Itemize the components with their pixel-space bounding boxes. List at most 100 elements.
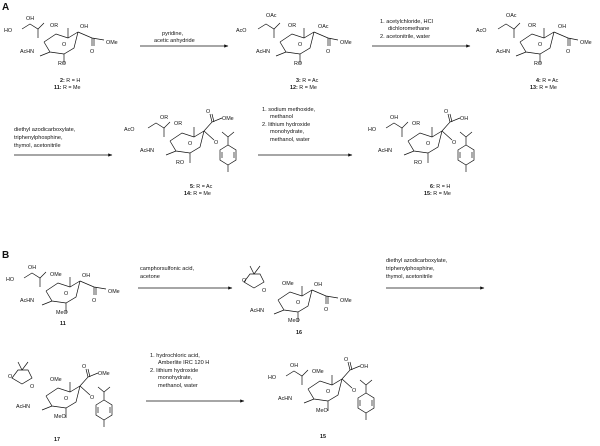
svg-text:2. lithium hydroxide: 2. lithium hydroxide [262,122,310,128]
svg-text:O: O [188,141,192,147]
svg-text:acetone: acetone [140,274,160,280]
svg-text:OR: OR [288,23,296,29]
svg-text:OH: OH [390,115,398,121]
svg-text:OMe: OMe [98,371,110,377]
svg-text:AcHN: AcHN [250,308,264,314]
svg-text:11: 11 [60,321,66,327]
svg-text:OR: OR [174,121,182,127]
svg-text:AcO: AcO [236,28,246,34]
svg-text:OH: OH [82,273,90,279]
compound-11: HO OH OMe AcHN MeO O OH OMe O 11 [6,265,120,327]
svg-text:MeO: MeO [316,408,328,414]
conditions-a2: 1. acetylchloride, HCl [380,19,433,25]
svg-text:14: R = Me: 14: R = Me [184,191,211,197]
svg-text:AcHN: AcHN [256,49,270,55]
svg-text:HO: HO [6,277,14,283]
compound-16: O O OMe AcHN MeO O OH OMe O 16 [242,265,352,336]
svg-text:O: O [82,364,86,370]
svg-text:MeO: MeO [54,414,66,420]
svg-text:2. acetonitrile, water: 2. acetonitrile, water [380,34,430,40]
svg-text:HO: HO [4,28,12,34]
svg-text:OMe: OMe [50,377,62,383]
svg-text:17: 17 [54,437,60,443]
svg-text:O: O [326,49,330,55]
svg-text:OAc: OAc [506,13,517,19]
svg-text:O: O [324,307,328,313]
svg-text:OMe: OMe [108,289,120,295]
svg-text:OMe: OMe [340,298,352,304]
svg-text:RO: RO [534,61,542,67]
svg-text:triphenylphosphine,: triphenylphosphine, [386,266,435,272]
svg-text:RO: RO [414,160,422,166]
svg-text:OMe: OMe [222,116,234,122]
svg-text:RO: RO [176,160,184,166]
svg-text:12: R = Me: 12: R = Me [290,85,317,91]
svg-text:AcHN: AcHN [496,49,510,55]
conditions-a1: pyridine, [162,31,184,37]
svg-text:MeO: MeO [56,310,68,316]
svg-text:methanol, water: methanol, water [158,383,198,389]
svg-text:OR: OR [528,23,536,29]
svg-text:OH: OH [28,265,36,271]
svg-text:O: O [566,49,570,55]
svg-text:O: O [426,141,430,147]
conditions-b3: 1. hydrochloric acid, [150,353,200,359]
svg-text:O: O [298,42,302,48]
svg-text:OMe: OMe [50,272,62,278]
conditions-a3: diethyl azodicarboxylate, [14,127,76,133]
svg-text:O: O [90,395,94,401]
svg-text:AcHN: AcHN [16,404,30,410]
svg-text:O: O [296,300,300,306]
svg-text:O: O [262,288,266,294]
svg-text:O: O [30,384,34,390]
svg-text:AcHN: AcHN [378,148,392,154]
svg-text:OMe: OMe [282,281,294,287]
svg-text:O: O [64,396,68,402]
svg-text:15: R = Me: 15: R = Me [424,191,451,197]
svg-text:HO: HO [268,375,276,381]
svg-text:O: O [90,49,94,55]
svg-text:OR: OR [50,23,58,29]
svg-text:RO: RO [294,61,302,67]
svg-text:OH: OH [360,364,368,370]
svg-text:5: R = Ac: 5: R = Ac [190,184,213,190]
svg-text:methanol: methanol [270,114,293,120]
svg-text:O: O [352,388,356,394]
svg-text:Amberlite IRC 120 H: Amberlite IRC 120 H [158,360,209,366]
svg-text:AcHN: AcHN [140,148,154,154]
conditions-a4: 1. sodium methoxide, [262,107,316,113]
svg-text:RO: RO [58,61,66,67]
svg-text:O: O [62,42,66,48]
svg-text:OMe: OMe [312,369,324,375]
svg-text:3: R = Ac: 3: R = Ac [296,78,319,84]
svg-text:OR: OR [160,115,168,121]
svg-text:O: O [242,278,246,284]
svg-text:4: R = Ac: 4: R = Ac [536,78,559,84]
svg-text:OMe: OMe [340,40,352,46]
svg-text:OAc: OAc [266,13,277,19]
compound-3-12: AcO OAc OR AcHN RO O OAc OMe O 3: R = Ac… [236,13,352,91]
compound-15: HO OH OMe AcHN MeO O O OH O 15 [268,357,375,440]
svg-text:16: 16 [296,330,302,336]
svg-text:O: O [326,389,330,395]
conditions-b2: diethyl azodicarboxylate, [386,258,448,264]
svg-text:monohydrate,: monohydrate, [270,129,305,135]
svg-text:OH: OH [26,16,34,22]
svg-text:O: O [92,298,96,304]
svg-text:2: R = H: 2: R = H [60,78,80,84]
conditions-b1: camphorsulfonic acid, [140,266,195,272]
svg-text:6: R = H: 6: R = H [430,184,450,190]
compound-4-13: AcO OAc OR AcHN RO O OH OMe O 4: R = Ac … [476,13,592,91]
svg-text:OH: OH [80,24,88,30]
svg-text:13: R = Me: 13: R = Me [530,85,557,91]
svg-text:O: O [452,140,456,146]
panel-label-b: B [2,250,9,261]
svg-text:dichloromethane: dichloromethane [388,26,429,32]
svg-text:OMe: OMe [580,40,592,46]
svg-text:O: O [206,109,210,115]
svg-text:thymol, acetonitrile: thymol, acetonitrile [386,274,433,280]
svg-text:15: 15 [320,434,326,440]
svg-text:O: O [8,374,12,380]
svg-text:MeO: MeO [288,318,300,324]
svg-text:monohydrate,: monohydrate, [158,375,193,381]
